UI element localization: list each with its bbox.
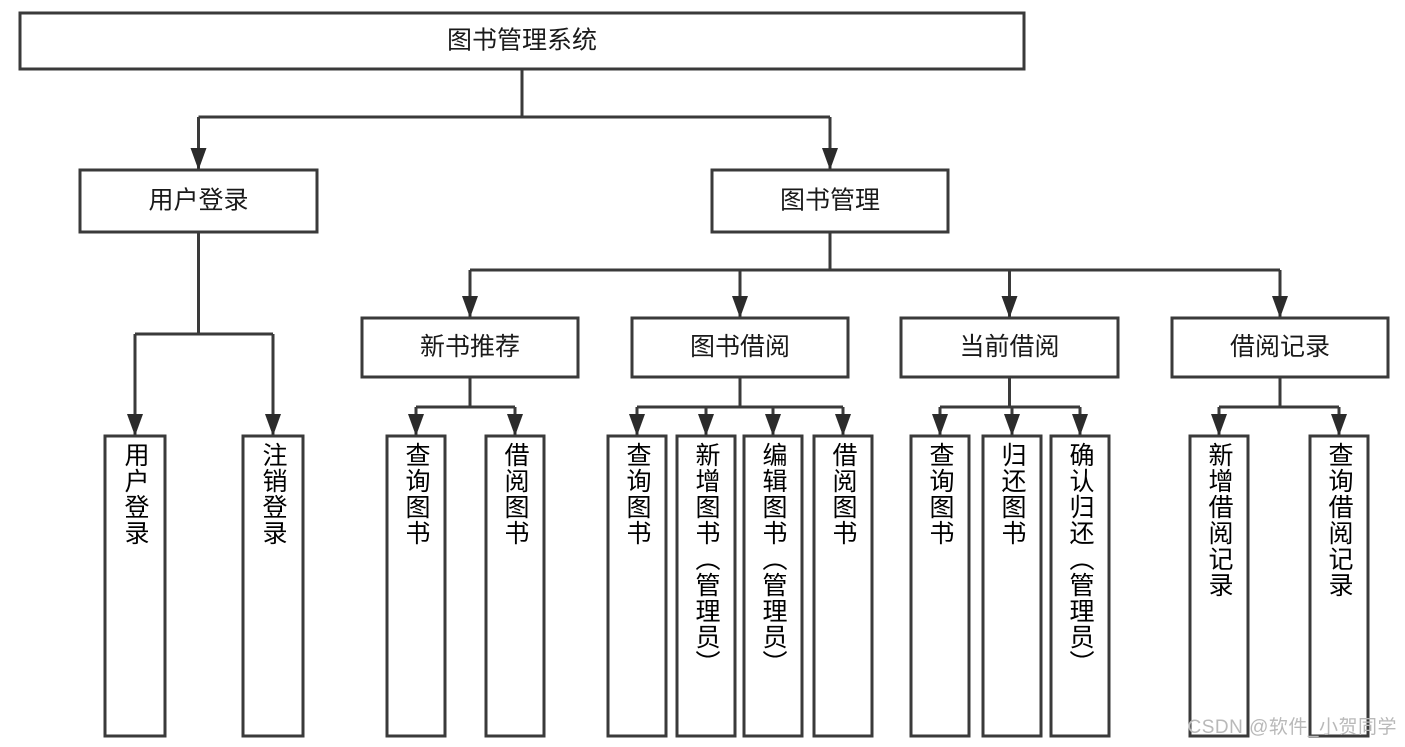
node-label-n-user-login: 用户登录 [148, 187, 248, 215]
node-label-n-book-mgmt: 图书管理 [780, 187, 880, 215]
node-label-l-return-book: 归还图书 [998, 442, 1026, 546]
node-l-borrow-book-1[interactable] [484, 434, 546, 738]
node-l-query-book-3[interactable] [909, 434, 971, 738]
arrow-head-l-user-login [127, 414, 143, 436]
arrow-head-l-confirm-return [1072, 414, 1088, 436]
node-label-l-user-logout: 注销登录 [259, 442, 287, 546]
node-label-l-query-book-1: 查询图书 [402, 442, 430, 546]
node-l-query-record[interactable] [1308, 434, 1370, 738]
arrow-head-n-new-rec [462, 296, 478, 318]
connector-layer [127, 69, 1347, 436]
arrow-head-l-user-logout [265, 414, 281, 436]
arrow-head-l-return-book [1004, 414, 1020, 436]
node-label-l-add-book: 新增图书（管理员） [692, 442, 720, 676]
node-label-l-borrow-book-2: 借阅图书 [829, 442, 857, 546]
arrow-head-l-query-book-1 [408, 414, 424, 436]
node-root[interactable] [18, 11, 1026, 71]
arrow-head-n-user-login [190, 148, 207, 170]
node-n-user-login[interactable] [78, 168, 319, 234]
arrow-head-l-edit-book [765, 414, 781, 436]
arrow-head-n-current [1001, 296, 1018, 318]
node-l-query-book-2[interactable] [606, 434, 668, 738]
node-n-borrow[interactable] [630, 316, 850, 379]
node-l-user-login[interactable] [103, 434, 167, 738]
node-label-n-new-rec: 新书推荐 [420, 333, 520, 361]
node-label-l-query-record: 查询借阅记录 [1325, 442, 1353, 598]
node-l-add-book[interactable] [675, 434, 737, 738]
node-label-l-confirm-return: 确认归还（管理员） [1066, 442, 1094, 676]
node-l-borrow-book-2[interactable] [812, 434, 874, 738]
arrow-head-n-borrow [732, 296, 748, 318]
node-n-records[interactable] [1170, 316, 1390, 379]
node-n-current[interactable] [899, 316, 1120, 379]
node-label-l-user-login: 用户登录 [121, 442, 149, 546]
node-n-book-mgmt[interactable] [710, 168, 950, 234]
node-label-n-current: 当前借阅 [959, 333, 1059, 361]
arrow-head-l-add-book [698, 414, 714, 436]
node-label-l-add-record: 新增借阅记录 [1205, 442, 1233, 598]
node-l-return-book[interactable] [981, 434, 1043, 738]
node-l-add-record[interactable] [1188, 434, 1250, 738]
node-l-edit-book[interactable] [742, 434, 804, 738]
arrow-head-l-borrow-book-2 [835, 414, 851, 436]
arrow-head-l-query-book-3 [932, 414, 948, 436]
node-label-n-borrow: 图书借阅 [690, 333, 790, 361]
node-label-l-edit-book: 编辑图书（管理员） [759, 442, 787, 676]
node-label-l-query-book-3: 查询图书 [926, 442, 954, 546]
arrow-head-l-query-book-2 [629, 414, 645, 436]
node-label-n-records: 借阅记录 [1230, 333, 1330, 361]
arrow-head-n-records [1272, 296, 1288, 318]
node-l-confirm-return[interactable] [1049, 434, 1111, 738]
arrow-head-n-book-mgmt [822, 148, 838, 170]
node-l-user-logout[interactable] [241, 434, 305, 738]
arrow-head-l-borrow-book-1 [507, 414, 523, 436]
node-l-query-book-1[interactable] [385, 434, 447, 738]
node-layer [18, 11, 1390, 738]
node-label-l-query-book-2: 查询图书 [623, 442, 651, 546]
node-label-root: 图书管理系统 [447, 27, 597, 55]
arrow-head-l-query-record [1331, 414, 1347, 436]
arrow-head-l-add-record [1211, 414, 1227, 436]
node-label-l-borrow-book-1: 借阅图书 [501, 442, 529, 546]
node-n-new-rec[interactable] [360, 316, 580, 379]
